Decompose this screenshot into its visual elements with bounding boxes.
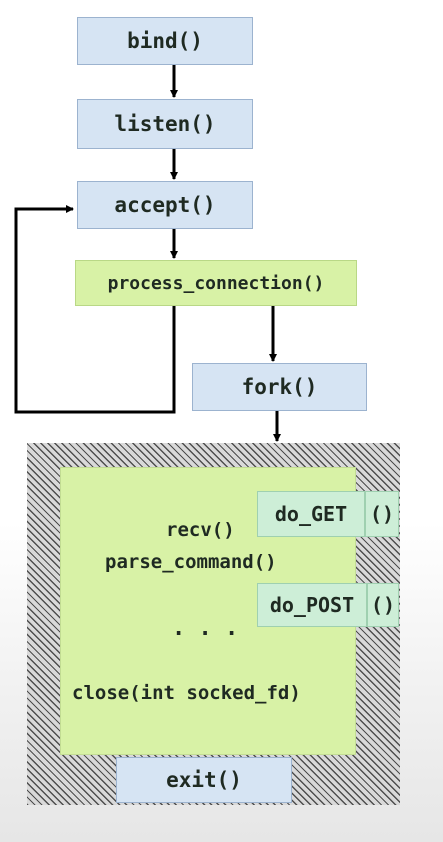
do-get-label: do_GET: [274, 502, 348, 526]
do-post-box: do_POST: [257, 583, 367, 627]
do-get-box: do_GET: [257, 491, 365, 537]
process-connection-box: process_connection(): [75, 260, 357, 306]
close-label: close(int socked_fd): [72, 682, 301, 704]
ellipsis-label: . . .: [172, 616, 239, 641]
do-post-parens: (): [370, 593, 396, 617]
parse-command-label: parse_command(): [105, 551, 277, 573]
recv-label: recv(): [166, 519, 235, 541]
bind-box: bind(): [77, 17, 253, 65]
do-post-parens-box: (): [367, 583, 399, 627]
bind-label: bind(): [127, 29, 203, 53]
fork-box: fork(): [192, 363, 367, 411]
fork-label: fork(): [241, 375, 318, 399]
accept-label: accept(): [114, 193, 216, 217]
accept-box: accept(): [77, 181, 253, 229]
exit-label: exit(): [166, 768, 242, 792]
listen-label: listen(): [114, 112, 216, 136]
do-get-parens: (): [369, 502, 395, 526]
process-connection-label: process_connection(): [107, 272, 325, 294]
do-post-label: do_POST: [269, 593, 355, 617]
loop-back-arrow: [14, 205, 176, 414]
listen-box: listen(): [77, 99, 253, 149]
do-get-parens-box: (): [365, 491, 399, 537]
exit-box: exit(): [116, 757, 292, 803]
